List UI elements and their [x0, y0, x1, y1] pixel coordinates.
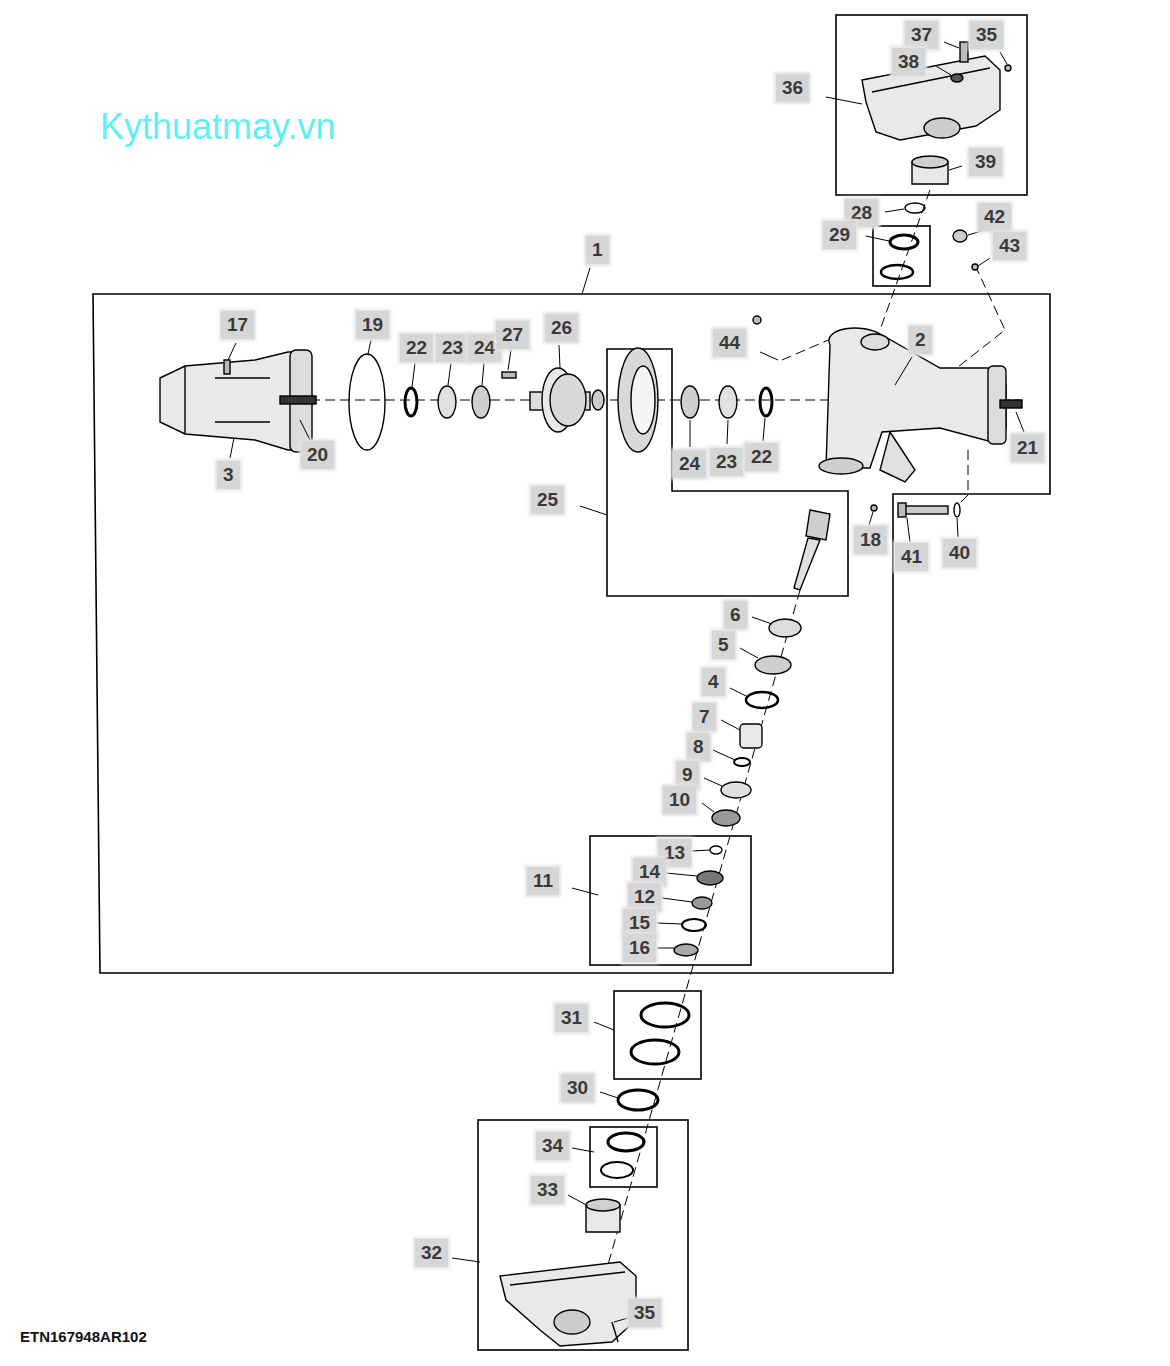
callout-number: 23 — [436, 334, 469, 362]
callout-number: 42 — [978, 203, 1011, 231]
callout-number: 11 — [527, 867, 559, 895]
callout-number: 14 — [633, 858, 666, 886]
callout-number: 5 — [712, 631, 735, 659]
callout-number: 6 — [724, 601, 747, 629]
callout-number: 31 — [555, 1004, 588, 1032]
callout-number: 29 — [823, 221, 856, 249]
callout-number: 22 — [400, 334, 433, 362]
callout-number: 21 — [1011, 434, 1044, 462]
callout-number: 33 — [531, 1176, 564, 1204]
callout-number: 36 — [776, 74, 809, 102]
group-frames — [93, 15, 1050, 1350]
callout-number: 15 — [623, 909, 656, 937]
callout-number: 10 — [663, 786, 696, 814]
callout-number: 22 — [745, 443, 778, 471]
callout-number: 8 — [687, 733, 710, 761]
callout-number: 4 — [702, 668, 725, 696]
callout-number: 43 — [993, 232, 1026, 260]
callout-number: 41 — [895, 543, 928, 571]
callout-number: 1 — [586, 236, 609, 264]
callout-number: 26 — [545, 314, 578, 342]
callout-number: 19 — [356, 311, 389, 339]
watermark: Kythuatmay.vn — [100, 106, 335, 148]
callout-number: 2 — [909, 326, 932, 354]
callout-number: 40 — [943, 539, 976, 567]
callout-number: 27 — [496, 321, 529, 349]
callout-number: 32 — [415, 1239, 448, 1267]
callout-number: 17 — [221, 311, 254, 339]
callout-number: 38 — [892, 48, 925, 76]
callout-number: 24 — [673, 450, 706, 478]
leader-lines — [228, 42, 1024, 1322]
callout-number: 30 — [561, 1074, 594, 1102]
callout-number: 23 — [710, 448, 743, 476]
callout-number: 12 — [628, 883, 661, 911]
callout-number: 9 — [676, 761, 699, 789]
callout-number: 37 — [905, 21, 938, 49]
callout-number: 7 — [693, 703, 716, 731]
callout-number: 3 — [217, 461, 240, 489]
callout-number: 25 — [531, 486, 564, 514]
callout-number: 18 — [854, 526, 887, 554]
center-lines — [160, 190, 1020, 1300]
callout-number: 20 — [301, 441, 334, 469]
callout-number: 34 — [536, 1132, 569, 1160]
callout-number: 16 — [623, 934, 656, 962]
figure-id: ETN167948AR102 — [20, 1328, 147, 1345]
callout-number: 39 — [969, 148, 1002, 176]
callout-number: 35 — [628, 1299, 661, 1327]
callout-number: 44 — [713, 329, 746, 357]
callout-number: 35 — [970, 21, 1003, 49]
parts — [160, 42, 1022, 1346]
